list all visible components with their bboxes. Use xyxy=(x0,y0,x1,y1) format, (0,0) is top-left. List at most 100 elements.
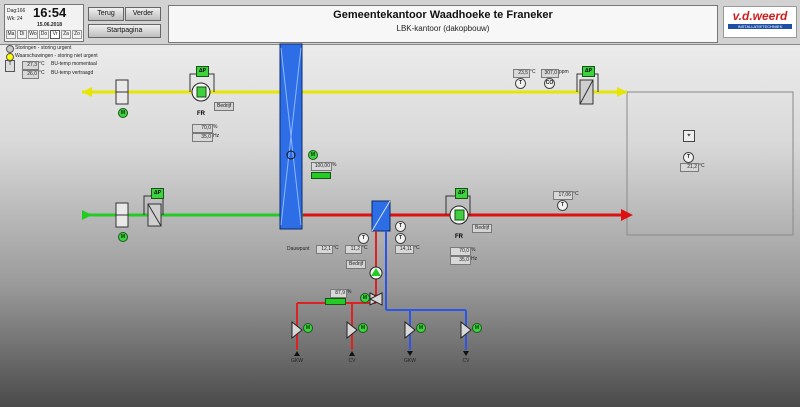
fan-top-flow-unit: % xyxy=(213,124,218,130)
dewpoint-label: Dauwpunt xyxy=(287,246,310,252)
heat-wheel-motor[interactable]: M xyxy=(308,150,318,160)
room-temp-unit: °C xyxy=(699,163,705,169)
bu-temp-now: 27,3 xyxy=(22,61,39,70)
branch-motor-gkw-1[interactable]: M xyxy=(303,323,313,333)
branch-label-gkw-2: GKW xyxy=(404,358,416,364)
header-bar: Dag: 166 Wk: 24 16:54 15.06.2018 Ma Di W… xyxy=(0,0,800,45)
thermometer-icon: T xyxy=(5,60,15,72)
fan-bottom-hz: 35,0 xyxy=(450,256,471,265)
back-button[interactable]: Terug xyxy=(88,7,124,21)
fan-top-hz: 35,0 xyxy=(192,133,213,142)
supply-damper-motor[interactable]: M xyxy=(118,232,128,242)
coil-t1-unit: °C xyxy=(362,245,368,251)
exhaust-arrow-left xyxy=(82,87,92,97)
coil-t2-unit: °C xyxy=(414,245,420,251)
coil-sensor-1[interactable]: T xyxy=(358,233,369,244)
fan-top-hz-unit: Hz xyxy=(213,133,220,139)
forward-button[interactable]: Verder xyxy=(125,7,161,21)
room-outline xyxy=(626,91,794,236)
branch-label-cv-2: CV xyxy=(462,358,470,364)
supply-temp-sensor[interactable]: T xyxy=(557,200,568,211)
co2-value: 307,0 xyxy=(541,69,559,78)
day-label: Dag: xyxy=(7,8,18,14)
day-number: 166 xyxy=(17,8,26,14)
coil-t1-value: 11,2 xyxy=(345,245,362,254)
bu-temp-delay-text: BU-temp vertraagd xyxy=(51,70,94,76)
room-temp-sensor[interactable]: T xyxy=(683,152,694,163)
legend-dot-urgent xyxy=(6,45,14,53)
legend-urgent-text: Storingen - storing urgent xyxy=(15,45,72,51)
branch-label-cv-1: CV xyxy=(348,358,356,364)
logo-brand: v.d.weerd xyxy=(732,9,788,23)
bu-temp-delay: 26,0 xyxy=(22,70,39,79)
branch-motor-cv-1[interactable]: M xyxy=(358,323,368,333)
fan-bottom-fr-label: FR xyxy=(455,234,463,240)
week-number: 24 xyxy=(17,16,23,22)
fan-top-flow: 70,0 xyxy=(192,124,213,133)
exhaust-arrow-in xyxy=(617,87,627,97)
pump-status: Bedrijf xyxy=(346,260,367,269)
weekday-zo: Zo xyxy=(72,30,82,39)
supply-arrow-in xyxy=(82,210,92,220)
weekday-row: Ma Di Wo Do Vr Za Zo xyxy=(6,30,82,39)
valve-value: 87,9 xyxy=(330,289,347,298)
weekday-vr: Vr xyxy=(50,30,60,39)
fan-top-fr-label: FR xyxy=(197,111,205,117)
dewpoint-unit: °C xyxy=(333,245,339,251)
logo-tagline: INSTALLATIETECHNIEK xyxy=(728,24,792,29)
fan-bottom-flow: 70,0 xyxy=(450,247,471,256)
bu-temp-now-unit: °C xyxy=(39,61,45,67)
weekday-do: Do xyxy=(39,30,49,39)
date-panel: Dag: 166 Wk: 24 16:54 15.06.2018 Ma Di W… xyxy=(4,4,84,42)
heat-wheel-unit: % xyxy=(332,162,337,168)
weekday-di: Di xyxy=(17,30,27,39)
supply-filter-dp-switch[interactable]: ΔP xyxy=(151,188,164,199)
fan-bottom-status: Bedrijf xyxy=(472,224,493,233)
page-subtitle: LBK-kantoor (dakopbouw) xyxy=(396,24,490,33)
legend-warning-text: Waarschuwingen - storing niet urgent xyxy=(15,53,98,59)
fan-bottom-dp-switch[interactable]: ΔP xyxy=(455,188,468,199)
co2-unit: ppm xyxy=(559,69,569,75)
co2-sensor[interactable]: CO xyxy=(544,78,555,89)
branch-motor-cv-2[interactable]: M xyxy=(472,323,482,333)
fan-bottom-flow-unit: % xyxy=(471,247,476,253)
heat-wheel-hub xyxy=(286,150,296,160)
room-temp-value: 21,2 xyxy=(680,163,699,172)
fan-top-dp-switch[interactable]: ΔP xyxy=(196,66,209,77)
weekday-ma: Ma xyxy=(6,30,16,39)
exhaust-dp-switch[interactable]: ΔP xyxy=(582,66,595,77)
valve-motor[interactable]: M xyxy=(360,293,370,303)
coil-sensor-3[interactable]: T xyxy=(395,233,406,244)
branch-label-gkw-1: GKW xyxy=(291,358,303,364)
supply-temp-value: 17,06 xyxy=(553,191,573,200)
week-label: Wk: xyxy=(7,16,16,22)
dewpoint-value: 12,1 xyxy=(316,245,333,254)
branch-motor-gkw-2[interactable]: M xyxy=(416,323,426,333)
room-unit-icon[interactable]: ⌖ xyxy=(683,130,695,142)
valve-unit: % xyxy=(347,289,352,295)
fan-bottom-hz-unit: Hz xyxy=(471,256,478,262)
fan-top-status: Bedrijf xyxy=(214,102,235,111)
heat-wheel-bar xyxy=(311,172,331,179)
exhaust-temp-sensor[interactable]: T xyxy=(515,78,526,89)
clock-time: 16:54 xyxy=(33,5,67,20)
exhaust-temp-unit: °C xyxy=(530,69,536,75)
heat-wheel-diag2 xyxy=(280,47,302,226)
title-panel: Gemeentekantoor Waadhoeke te Franeker LB… xyxy=(168,5,718,43)
coil-t2-value: 14,11 xyxy=(395,245,414,254)
valve-bar xyxy=(325,298,346,305)
company-logo: v.d.weerd INSTALLATIETECHNIEK xyxy=(723,6,797,38)
weekday-za: Za xyxy=(61,30,71,39)
bu-temp-now-text: BU-temp momentaal xyxy=(51,61,97,67)
bu-temp-delay-unit: °C xyxy=(39,70,45,76)
supply-arrow-out xyxy=(621,209,633,221)
coil-sensor-2[interactable]: T xyxy=(395,221,406,232)
weekday-wo: Wo xyxy=(28,30,38,39)
page-title: Gemeentekantoor Waadhoeke te Franeker xyxy=(333,9,553,21)
heat-wheel-value: 100,00 xyxy=(311,162,332,171)
exhaust-temp-value: 23,5 xyxy=(513,69,530,78)
exhaust-damper-motor[interactable]: M xyxy=(118,108,128,118)
home-button[interactable]: Startpagina xyxy=(88,24,161,38)
clock-date: 15.06.2018 xyxy=(37,22,63,28)
